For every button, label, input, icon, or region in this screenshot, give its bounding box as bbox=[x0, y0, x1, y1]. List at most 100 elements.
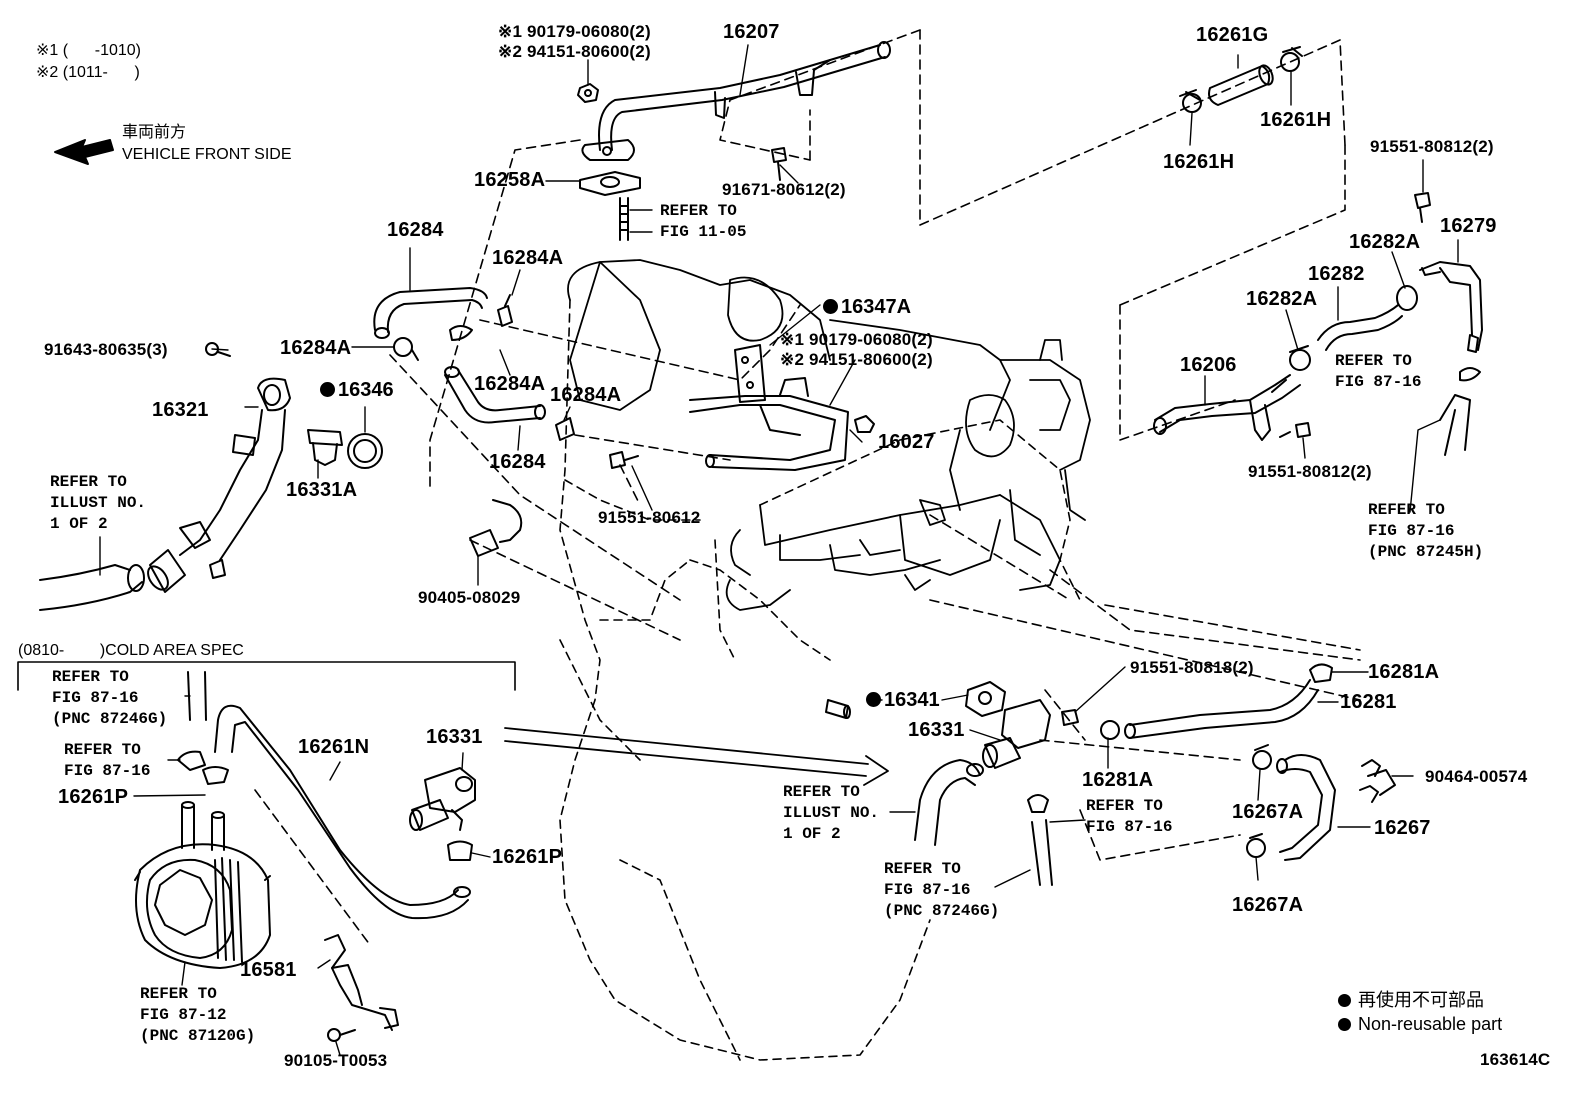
hose-16261N bbox=[214, 704, 471, 920]
refer-fig-87-16-mid[interactable]: REFER TO FIG 87-16 bbox=[1086, 797, 1173, 836]
part-16282A-mid[interactable]: 16282A bbox=[1246, 288, 1318, 310]
part-16267A-top[interactable]: 16267A bbox=[1232, 801, 1304, 823]
part-16346[interactable]: 16346 bbox=[320, 380, 394, 400]
part-16261G[interactable]: 16261G bbox=[1196, 24, 1269, 46]
water-outlet-16331-left bbox=[409, 767, 476, 831]
part-16282[interactable]: 16282 bbox=[1308, 263, 1365, 285]
part-16261H-upper[interactable]: 16261H bbox=[1260, 109, 1332, 131]
part-90179-mid[interactable]: ※1 90179-06080(2) bbox=[780, 330, 933, 349]
refer-fig-87-12[interactable]: REFER TO FIG 87-12 (PNC 87120G) bbox=[140, 985, 256, 1045]
part-16284-lower[interactable]: 16284 bbox=[489, 451, 546, 473]
cold-area-bracket bbox=[17, 661, 516, 691]
radiator-hose-right bbox=[914, 759, 984, 846]
part-91643[interactable]: 91643-80635(3) bbox=[44, 340, 168, 359]
part-16284-upper[interactable]: 16284 bbox=[387, 219, 444, 241]
thermostat-16346 bbox=[347, 433, 383, 469]
clip-16261P-left bbox=[177, 750, 229, 785]
part-90405[interactable]: 90405-08029 bbox=[418, 588, 521, 607]
engine-front-cover bbox=[567, 259, 1091, 611]
part-16206[interactable]: 16206 bbox=[1180, 354, 1237, 376]
part-16261N[interactable]: 16261N bbox=[298, 736, 370, 758]
radiator-hose-left bbox=[39, 564, 145, 611]
gasket-16341 bbox=[965, 681, 1006, 717]
engine-block-outline bbox=[559, 299, 1081, 1061]
part-16284A-mid2[interactable]: 16284A bbox=[550, 384, 622, 406]
refer-fig-87-16-87245H[interactable]: REFER TO FIG 87-16 (PNC 87245H) bbox=[1368, 501, 1484, 561]
part-16281[interactable]: 16281 bbox=[1340, 691, 1397, 713]
part-16284A-left[interactable]: 16284A bbox=[280, 337, 352, 359]
gasket-16258A bbox=[579, 171, 641, 196]
part-16284A-top[interactable]: 16284A bbox=[492, 247, 564, 269]
part-16261P-left[interactable]: 16261P bbox=[58, 786, 129, 808]
part-16321[interactable]: 16321 bbox=[152, 399, 209, 421]
clamp-16284A-top bbox=[497, 294, 513, 327]
part-16267A-bottom[interactable]: 16267A bbox=[1232, 894, 1304, 916]
part-16284A-mid[interactable]: 16284A bbox=[474, 373, 546, 395]
gasket-16331A bbox=[307, 429, 343, 466]
part-90464[interactable]: 90464-00574 bbox=[1425, 767, 1528, 786]
cold-area-spec: (0810- )COLD AREA SPEC bbox=[18, 642, 244, 659]
variant-note-2: ※2 (1011- ) bbox=[36, 64, 140, 81]
figure-id: 163614C bbox=[1480, 1050, 1551, 1069]
bolt-91671 bbox=[771, 147, 787, 181]
part-90105[interactable]: 90105-T0053 bbox=[284, 1051, 388, 1070]
hose-clip-ref-right bbox=[1439, 367, 1481, 456]
part-94151-top[interactable]: ※2 94151-80600(2) bbox=[498, 42, 651, 61]
hose-16261G bbox=[1208, 64, 1274, 106]
part-91551-80818[interactable]: 91551-80818(2) bbox=[1130, 658, 1254, 677]
part-16267[interactable]: 16267 bbox=[1374, 817, 1431, 839]
legend-en: Non-reusable part bbox=[1338, 1012, 1502, 1036]
refer-illust-right[interactable]: REFER TO ILLUST NO. 1 OF 2 bbox=[783, 783, 880, 843]
non-reusable-dot-icon bbox=[320, 382, 335, 397]
part-16331-left[interactable]: 16331 bbox=[426, 726, 483, 748]
part-16341[interactable]: 16341 bbox=[866, 690, 940, 710]
part-16261P-right[interactable]: 16261P bbox=[492, 846, 563, 868]
part-91671[interactable]: 91671-80612(2) bbox=[722, 180, 846, 199]
hose-16284-lower bbox=[444, 366, 546, 424]
part-16027[interactable]: 16027 bbox=[878, 431, 935, 453]
part-16581[interactable]: 16581 bbox=[240, 959, 297, 981]
part-91551-80812-top[interactable]: 91551-80812(2) bbox=[1370, 137, 1494, 156]
bolt-91551-80818 bbox=[1061, 709, 1079, 726]
part-16282A-upper[interactable]: 16282A bbox=[1349, 231, 1421, 253]
vehicle-front-en: VEHICLE FRONT SIDE bbox=[122, 146, 292, 163]
vehicle-front-jp: 車両前方 bbox=[122, 124, 187, 141]
clamp-16281A-top bbox=[1309, 663, 1333, 683]
hose-16284-upper bbox=[373, 287, 488, 339]
nut-90179-mid bbox=[854, 415, 875, 433]
refer-fig-87-16-top-right[interactable]: REFER TO FIG 87-16 bbox=[1335, 352, 1422, 391]
part-91551-80612[interactable]: 91551-80612 bbox=[598, 508, 701, 527]
water-inlet-16321 bbox=[147, 377, 291, 593]
refer-fig-11-05[interactable]: REFER TO FIG 11-05 bbox=[660, 202, 747, 241]
clamp-16284A-lower bbox=[555, 417, 575, 441]
part-16279[interactable]: 16279 bbox=[1440, 215, 1497, 237]
refer-illust-left[interactable]: REFER TO ILLUST NO. 1 OF 2 bbox=[50, 473, 147, 533]
union-90405 bbox=[469, 499, 523, 557]
part-94151-mid[interactable]: ※2 94151-80600(2) bbox=[780, 350, 933, 369]
part-91551-80812-bottom[interactable]: 91551-80812(2) bbox=[1248, 462, 1372, 481]
refer-fig-87-16-87246G-bottom[interactable]: REFER TO FIG 87-16 (PNC 87246G) bbox=[884, 860, 1000, 920]
part-16331A[interactable]: 16331A bbox=[286, 479, 358, 501]
hose-16281 bbox=[1124, 679, 1319, 739]
clip-90464 bbox=[1359, 759, 1396, 803]
clamp-16284A-right bbox=[449, 325, 473, 341]
legend-jp: 再使用不可部品 bbox=[1338, 988, 1484, 1012]
part-16258A[interactable]: 16258A bbox=[474, 169, 546, 191]
part-16347A[interactable]: 16347A bbox=[823, 297, 911, 317]
clamp-16281A-bottom bbox=[1100, 720, 1120, 740]
stud-bolt bbox=[619, 197, 629, 241]
water-outlet-16331-right bbox=[982, 699, 1051, 769]
refer-fig-87-16-87246G-left[interactable]: REFER TO FIG 87-16 (PNC 87246G) bbox=[52, 668, 168, 728]
refer-fig-87-16-left[interactable]: REFER TO FIG 87-16 bbox=[64, 741, 151, 780]
part-16281A-bottom[interactable]: 16281A bbox=[1082, 769, 1154, 791]
part-16261H-lower[interactable]: 16261H bbox=[1163, 151, 1235, 173]
hose-stub-bottom-center bbox=[1027, 794, 1053, 886]
non-reusable-dot-icon bbox=[866, 692, 881, 707]
dashed-reference-lines bbox=[254, 29, 1361, 946]
bolt-91551-80612 bbox=[609, 451, 639, 469]
non-reusable-dot-icon bbox=[823, 299, 838, 314]
part-16207[interactable]: 16207 bbox=[723, 21, 780, 43]
part-16281A-top[interactable]: 16281A bbox=[1368, 661, 1440, 683]
part-90179-top[interactable]: ※1 90179-06080(2) bbox=[498, 22, 651, 41]
part-16331-right[interactable]: 16331 bbox=[908, 719, 965, 741]
